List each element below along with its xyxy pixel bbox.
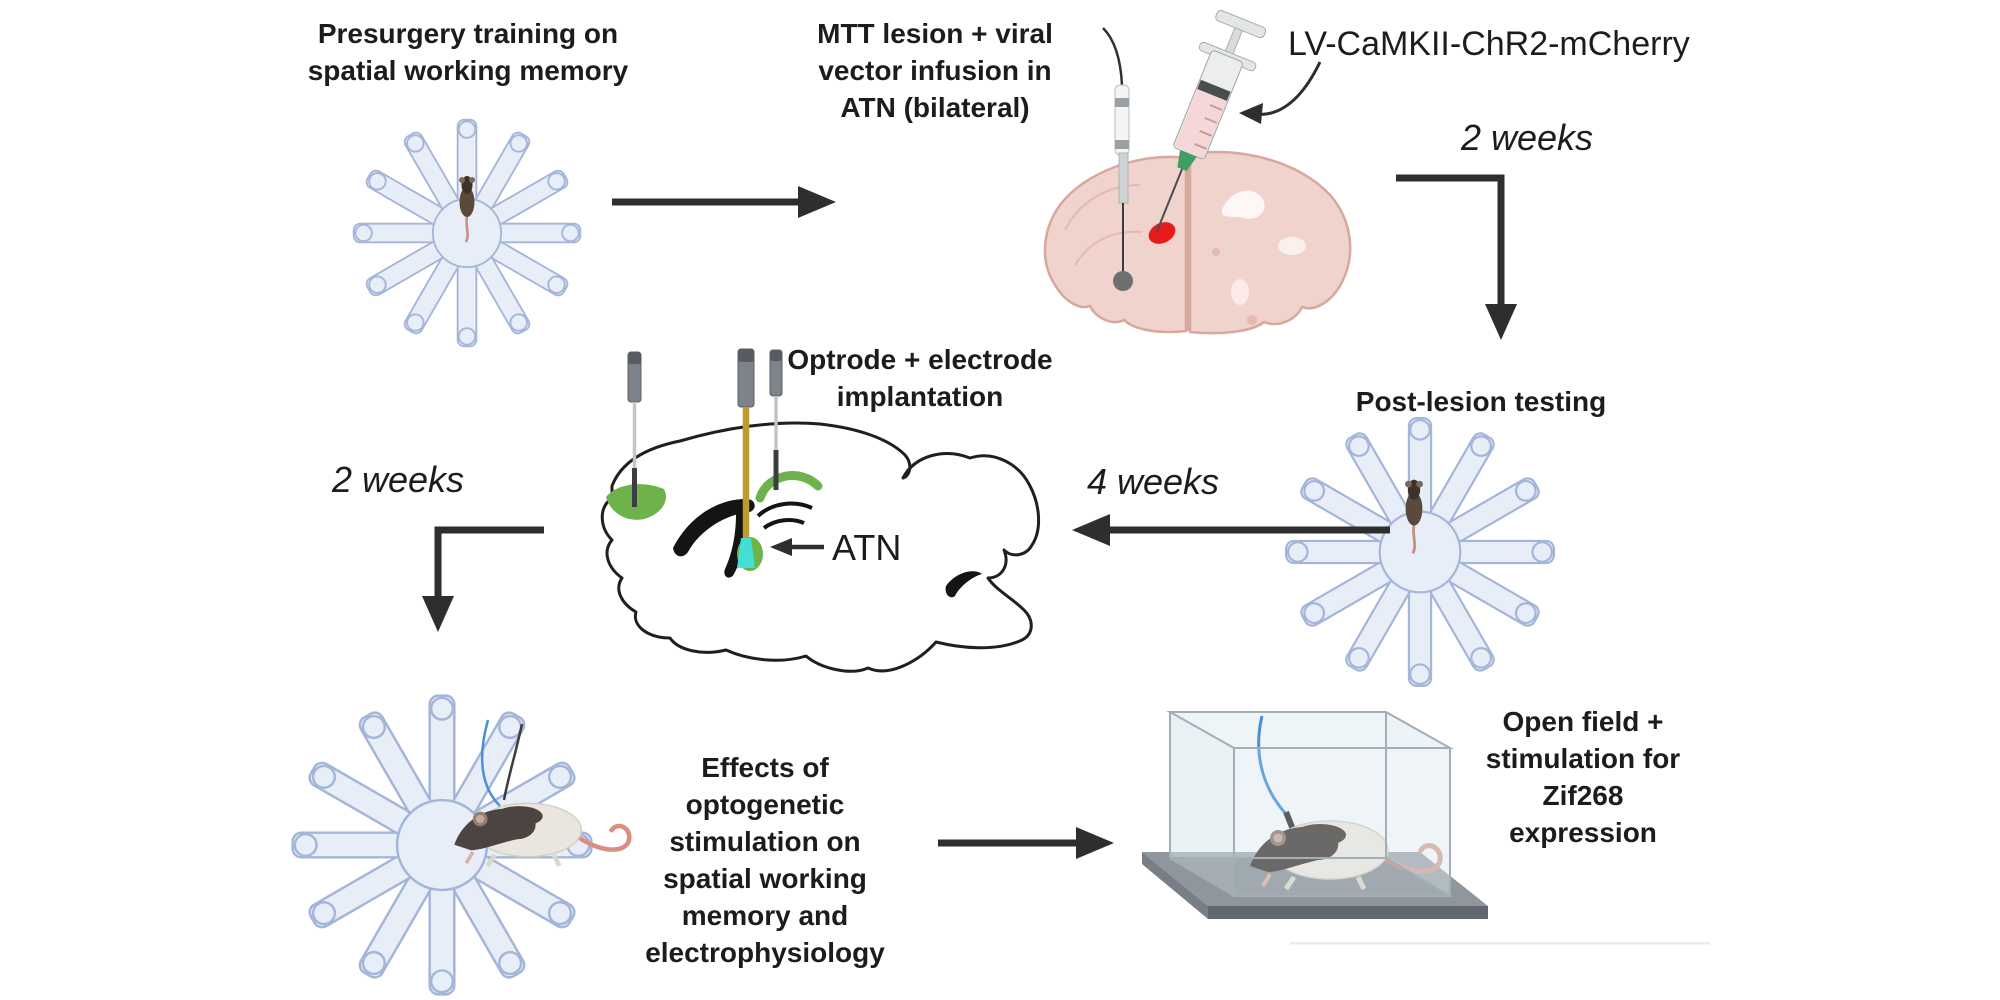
arrow-surgery-to-postlesion: [1396, 174, 1517, 340]
step-title-openfield: Open field + stimulation for Zif268 expr…: [1485, 706, 1681, 848]
step-title-optogenetic-effects: Effects of optogenetic stimulation on sp…: [645, 752, 885, 968]
interval-2-weeks-b: 2 weeks: [331, 459, 465, 500]
interval-2-weeks-a: 2 weeks: [1460, 117, 1594, 158]
step-title-surgery: MTT lesion + viral vector infusion in AT…: [817, 18, 1053, 123]
arrow-atn-pointer: [770, 538, 824, 556]
optic-light-beam: [737, 538, 755, 568]
arrow-stimulation-to-openfield: [938, 827, 1114, 859]
sagittal-brain-implantation: [600, 348, 1041, 673]
viral-infusion-site: [1148, 222, 1176, 244]
expression-region-hippocampus: [755, 471, 823, 503]
platform-front-edge: [1208, 906, 1488, 919]
viral-vector-label: LV-CaMKII-ChR2-mCherry: [1288, 25, 1690, 63]
arrow-implantation-to-stimulation: [422, 526, 544, 632]
arrow-viral-label-to-syringe: [1239, 61, 1322, 124]
interval-4-weeks: 4 weeks: [1086, 461, 1220, 502]
optrode: [737, 348, 755, 568]
syringe-icon: [1155, 9, 1267, 233]
atn-label: ATN: [832, 527, 902, 568]
implant-electrode-left: [627, 351, 642, 507]
optic-fiber-cable: [1257, 715, 1288, 816]
recording-cable: [502, 723, 524, 801]
arrow-postlesion-to-implantation: [1072, 514, 1390, 546]
lesion-site-marker: [1113, 271, 1133, 291]
coronal-brain-surgery: [1043, 9, 1352, 335]
divider-line: [1290, 942, 1710, 945]
step-title-presurgery: Presurgery training on spatial working m…: [307, 18, 629, 86]
radial-maze-presurgery: [352, 118, 582, 348]
implant-electrode-right: [769, 349, 783, 490]
radial-maze-postlesion: [1284, 416, 1556, 688]
open-field-chamber: [1142, 711, 1488, 919]
step-title-postlesion: Post-lesion testing: [1355, 386, 1607, 417]
optic-fiber-cable: [480, 719, 501, 807]
lesion-electrode: [1102, 27, 1133, 291]
radial-maze-stimulation: [291, 694, 630, 996]
arrow-presurgery-to-surgery: [612, 186, 836, 218]
step-title-implantation: Optrode + electrode implantation: [787, 344, 1053, 412]
